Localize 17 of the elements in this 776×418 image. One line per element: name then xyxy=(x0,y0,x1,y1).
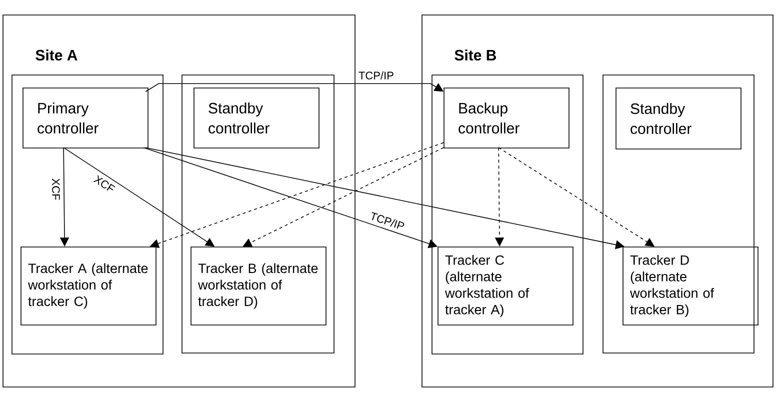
tracker-box: Tracker C (alternate workstation of tracker A) xyxy=(438,246,574,326)
tracker-box: Tracker D (alternate workstation of tracker B) xyxy=(622,246,758,326)
arrow xyxy=(242,147,444,247)
column-box xyxy=(432,74,584,354)
tracker-box: Tracker A (alternate workstation of tracker C) xyxy=(20,246,156,326)
controller-box: Standby controller xyxy=(616,88,742,150)
tracker-box: Tracker B (alternate workstation of tracker D) xyxy=(190,246,326,326)
column-box xyxy=(602,74,754,354)
controller-box: Primary controller xyxy=(22,88,148,148)
edge-label: TCP/IP xyxy=(368,210,407,232)
controller-box: Standby controller xyxy=(194,88,320,148)
column-box xyxy=(182,74,334,354)
edge-label: TCP/IP xyxy=(357,70,395,80)
column-box xyxy=(12,74,164,354)
controller-box: Backup controller xyxy=(444,88,570,148)
edge-label: XCF xyxy=(50,177,61,202)
edge-label: XCF xyxy=(92,173,118,195)
